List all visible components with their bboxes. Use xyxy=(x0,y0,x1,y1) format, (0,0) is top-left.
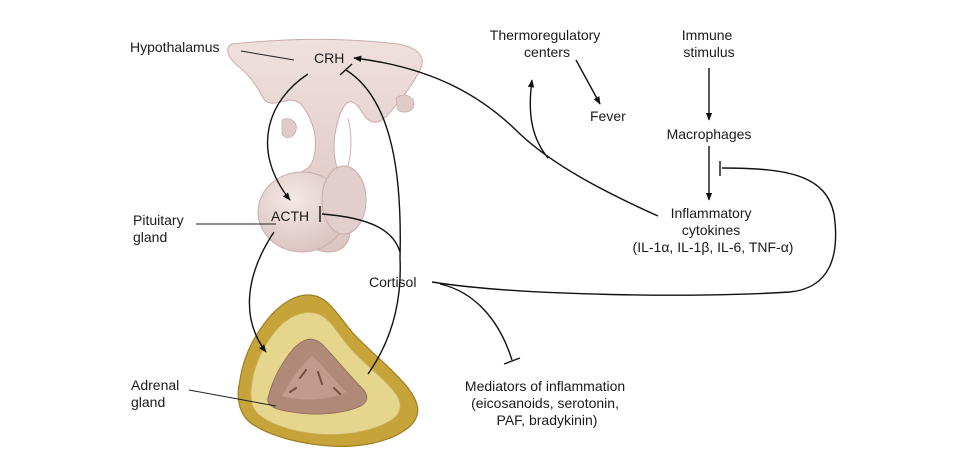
cortisol-inhibits-mediators-bar xyxy=(503,357,521,365)
label-mediators-line-3: PAF, bradykinin) xyxy=(497,412,598,428)
label-acth: ACTH xyxy=(271,208,309,224)
label-thermo-line-1: Thermoregulatory xyxy=(490,27,601,43)
label-thermo-line-2: centers xyxy=(524,44,570,60)
label-macrophages: Macrophages xyxy=(667,126,752,142)
label-adrenal-line-1: Adrenal xyxy=(131,377,179,393)
adrenal-gland-illustration xyxy=(237,294,419,447)
arrow-thermo-to-fever xyxy=(575,59,601,105)
label-immune-stimulus: Immune stimulus xyxy=(682,27,736,60)
label-pituitary-line-1: Pituitary xyxy=(133,212,184,228)
label-cytokines-line-2: cytokines xyxy=(682,222,740,238)
cortisol-inhibits-acth xyxy=(321,213,401,253)
arrow-crh-to-acth xyxy=(266,73,309,201)
label-pituitary-gland: Pituitary gland xyxy=(133,212,187,245)
label-adrenal-line-2: gland xyxy=(131,394,165,410)
cortisol-inhibits-crh-bar xyxy=(339,63,353,76)
label-adrenal-gland: Adrenal gland xyxy=(131,377,183,410)
adrenal-to-cortisol-line xyxy=(367,257,401,375)
cortisol-inhibits-crh xyxy=(345,69,401,259)
label-inflammatory-cytokines: Inflammatory cytokines (IL-1α, IL-1β, IL… xyxy=(633,205,794,255)
label-mediators-of-inflammation: Mediators of inflammation (eicosanoids, … xyxy=(465,378,629,428)
arrow-cytokines-to-crh xyxy=(353,55,659,217)
label-crh: CRH xyxy=(314,50,344,66)
label-pituitary-line-2: gland xyxy=(133,229,167,245)
leader-hypothalamus xyxy=(240,50,295,61)
label-immune-line-2: stimulus xyxy=(683,44,734,60)
arrow-cytokines-to-thermo xyxy=(527,79,549,159)
cortisol-inhibits-macrophages xyxy=(431,167,837,296)
label-fever: Fever xyxy=(590,108,626,124)
cortisol-inhibits-mediators xyxy=(439,283,513,361)
arrow-acth-to-adrenal xyxy=(248,231,275,353)
label-cortisol: Cortisol xyxy=(369,274,416,290)
label-immune-line-1: Immune xyxy=(682,27,733,43)
label-cytokines-line-1: Inflammatory xyxy=(671,205,752,221)
leader-adrenal xyxy=(188,389,277,407)
label-mediators-line-1: Mediators of inflammation xyxy=(465,378,625,394)
label-mediators-line-2: (eicosanoids, serotonin, xyxy=(471,395,619,411)
label-cytokines-line-3: (IL-1α, IL-1β, IL-6, TNF-α) xyxy=(633,239,794,255)
hypothalamus-pituitary-illustration xyxy=(227,38,423,253)
label-hypothalamus: Hypothalamus xyxy=(130,39,220,55)
label-thermoregulatory-centers: Thermoregulatory centers xyxy=(490,27,604,60)
